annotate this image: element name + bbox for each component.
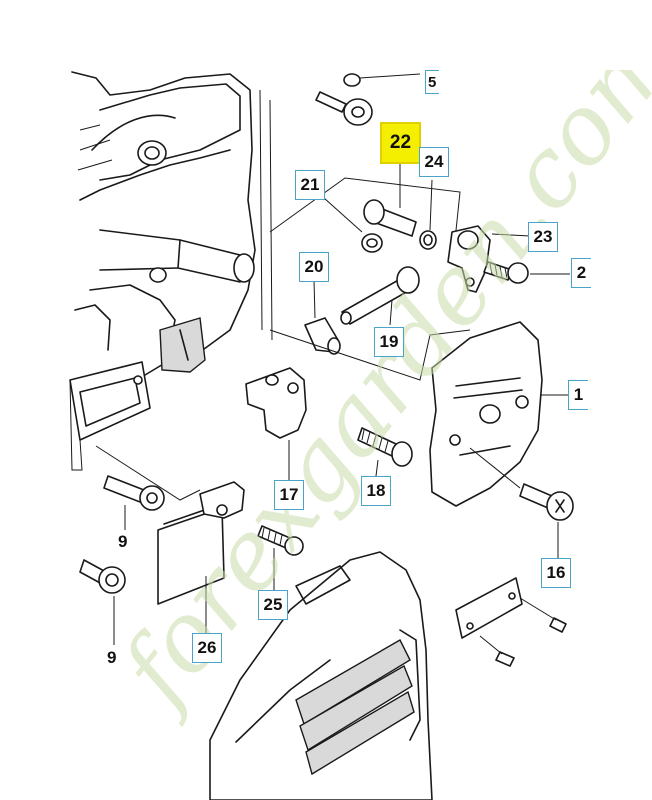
tensioner-screw	[269, 266, 471, 381]
part-17-bracket	[245, 367, 307, 480]
guide-plate	[429, 321, 568, 507]
callout-24[interactable]: 24	[419, 147, 449, 177]
callout-21[interactable]: 21	[295, 170, 325, 200]
callout-20[interactable]: 20	[299, 252, 329, 282]
callout-19[interactable]: 19	[374, 327, 404, 357]
callout-23[interactable]: 23	[528, 222, 558, 252]
callout-25[interactable]: 25	[258, 590, 288, 620]
part-18-screw	[357, 427, 413, 477]
part-16-bolt	[469, 447, 574, 560]
callout-22-highlighted[interactable]: 22	[380, 122, 421, 164]
callout-9-upper[interactable]: 9	[118, 532, 128, 551]
callout-16[interactable]: 16	[541, 558, 571, 588]
part-5-bolt	[315, 73, 421, 126]
callout-18[interactable]: 18	[361, 476, 391, 506]
part-26-plate	[157, 481, 304, 634]
callout-26[interactable]: 26	[192, 633, 222, 663]
chain-guard-plate	[69, 317, 206, 471]
part-9-bolts	[79, 445, 201, 645]
callout-2[interactable]: 2	[571, 258, 591, 288]
callout-9-lower[interactable]: 9	[107, 648, 117, 667]
crankcase-body	[71, 71, 273, 401]
callout-5[interactable]: 5	[425, 70, 439, 94]
clutch-cover	[209, 551, 567, 800]
callout-17[interactable]: 17	[274, 480, 304, 510]
chain-tensioner-assembly	[269, 160, 570, 293]
callout-1[interactable]: 1	[568, 380, 588, 410]
